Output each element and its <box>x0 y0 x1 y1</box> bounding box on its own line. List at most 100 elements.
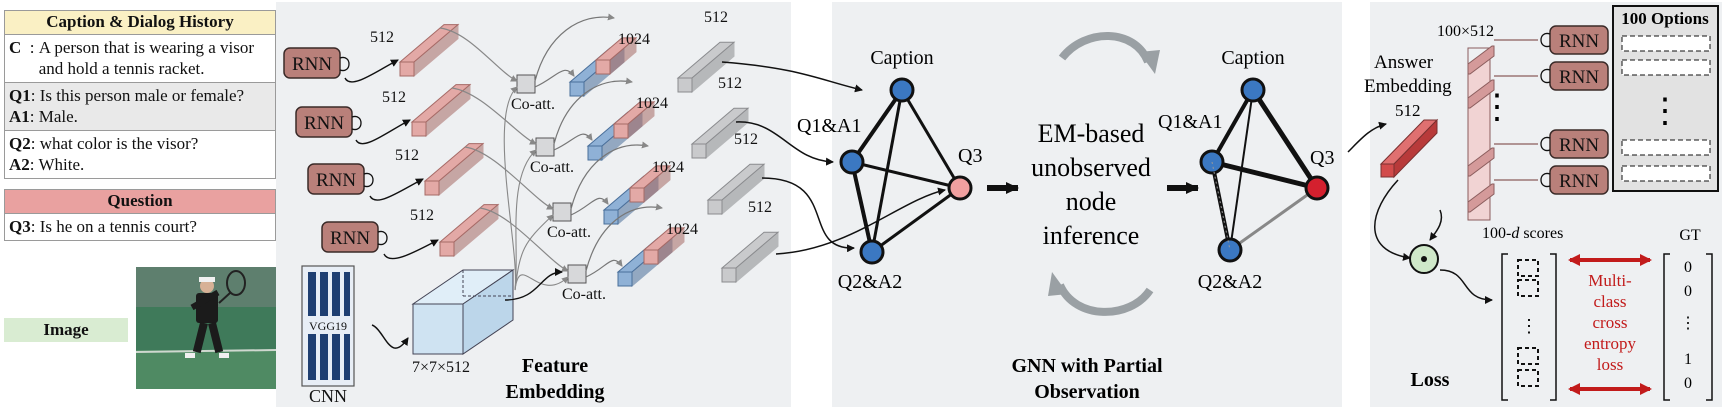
fused-embedding-512 <box>720 231 780 284</box>
answer-embedding-line1: Answer <box>1374 52 1434 73</box>
rnn-label: RNN <box>1559 135 1599 156</box>
graph1-qa2-label: Q2&A2 <box>838 271 902 293</box>
cnn-label: CNN <box>309 386 347 406</box>
coatt-box <box>516 74 536 94</box>
q2-text: : what color is the visor? <box>30 134 199 153</box>
matrix-vdots: ⋮ <box>1480 89 1514 126</box>
rnn-label: RNN <box>330 228 370 249</box>
q3-key: Q3 <box>9 217 31 236</box>
q2-key: Q2 <box>9 134 31 153</box>
rnn-label: RNN <box>304 113 344 134</box>
dialog-round-1: Q1: Is this person male or female? A1: M… <box>4 83 276 131</box>
loss-title: Loss <box>1411 369 1450 391</box>
node-caption <box>889 77 915 103</box>
ce-line5: loss <box>1597 355 1623 374</box>
dim-512-label: 512 <box>395 147 419 164</box>
a1-key: A1 <box>9 107 30 126</box>
dim-512-label: 512 <box>748 199 772 216</box>
q1-key: Q1 <box>9 86 31 105</box>
dim-512-label: 512 <box>704 9 728 26</box>
answer-embedding-box <box>1379 118 1439 179</box>
dialog-round-2: Q2: what color is the visor? A2: White. <box>4 131 276 179</box>
feature-title-line2: Embedding <box>506 381 605 403</box>
a2-text: : White. <box>29 155 85 174</box>
question-embedding-512 <box>438 203 500 258</box>
vgg-label: VGG19 <box>309 319 347 333</box>
dim-1024-label: 1024 <box>636 95 668 112</box>
cnn-to-volume-arrow <box>371 324 409 349</box>
tennis-photo <box>135 267 277 389</box>
coatt-feature-pink <box>642 226 686 266</box>
caption-sep: : <box>21 38 39 57</box>
em-line1: EM-based <box>1038 119 1145 148</box>
gt-value-1: 0 <box>1684 283 1692 300</box>
feature-title-line1: Feature <box>522 355 588 377</box>
question-title: Question <box>4 189 276 214</box>
graph-inferred: Caption Q1&A1 Q2&A2 Q3 <box>1158 47 1334 293</box>
graph-partial: Caption Q1&A1 Q2&A2 Q3 <box>797 47 982 293</box>
ce-line2: class <box>1593 292 1626 311</box>
arrow-qa1-to-graph <box>735 121 834 166</box>
graph1-q3-label: Q3 <box>958 145 982 167</box>
dim-1024-label: 1024 <box>652 159 684 176</box>
answer-embedding-dim: 512 <box>1395 101 1421 120</box>
scores-label: 100-d scores <box>1482 225 1563 242</box>
coatt-feature-pink <box>594 36 638 76</box>
ce-line4: entropy <box>1584 334 1636 353</box>
rnn-option-1: RNN <box>1494 25 1609 55</box>
arrow-rnn-to-embedding <box>369 178 424 201</box>
scores-vdots: ⋮ <box>1520 316 1538 336</box>
arrow-caption-to-graph <box>721 61 863 93</box>
cnn-block: VGG19 CNN <box>301 265 355 406</box>
q3-text: : Is he on a tennis court? <box>30 217 197 236</box>
node-qa1 <box>839 149 865 175</box>
gt-value-0: 0 <box>1684 259 1692 276</box>
image-label: Image <box>4 318 128 342</box>
dim-512-label: 512 <box>370 29 394 46</box>
options-matrix <box>1467 45 1495 221</box>
gt-vector: 0 0 ⋮ 1 0 <box>1663 253 1713 401</box>
gt-label: GT <box>1679 227 1701 244</box>
arrow-dot-to-scores <box>1439 269 1493 304</box>
rnn-caption: RNN <box>283 47 350 79</box>
scores-vector: ⋮ <box>1501 253 1557 401</box>
rnn-label: RNN <box>1559 171 1599 192</box>
dim-512-label: 512 <box>718 75 742 92</box>
coatt-feature-pink <box>628 164 672 204</box>
rnn-label: RNN <box>1559 31 1599 52</box>
coatt-label: Co-att. <box>562 286 606 303</box>
options-panel: 100 Options ⋮ <box>1612 5 1719 192</box>
coatt-box <box>567 264 587 284</box>
matrix-dim-label: 100×512 <box>1437 23 1494 40</box>
caption-key: C <box>9 38 22 57</box>
node-caption-2 <box>1240 77 1266 103</box>
rnn-option-3: RNN <box>1494 129 1609 159</box>
rnn-label: RNN <box>316 170 356 191</box>
rnn-option-4: RNN <box>1494 165 1609 195</box>
dim-1024-label: 1024 <box>666 221 698 238</box>
em-line2: unobserved <box>1031 153 1151 182</box>
fused-embedding-512 <box>676 41 736 94</box>
graph2-qa1-label: Q1&A1 <box>1158 111 1222 133</box>
dim-512-label: 512 <box>410 207 434 224</box>
arrow-volume-to-coatt <box>504 268 563 301</box>
gnn-title-line2: Observation <box>1034 381 1140 403</box>
graph2-q3-label: Q3 <box>1310 147 1334 169</box>
options-vdots: ⋮ <box>1648 93 1682 130</box>
gt-value-3: 1 <box>1684 351 1692 368</box>
gt-value-2: ⋮ <box>1680 315 1696 332</box>
ce-line1: Multi- <box>1588 271 1632 290</box>
graph2-qa2-label: Q2&A2 <box>1198 271 1262 293</box>
question-embedding-512 <box>398 23 460 78</box>
q1-text: : Is this person male or female? <box>30 86 245 105</box>
rnn-option-2: RNN <box>1494 61 1609 91</box>
arrow-answer-to-dot <box>1374 179 1411 261</box>
coatt-box <box>535 137 555 157</box>
arrow-rnn-to-embedding <box>383 239 439 260</box>
rnn-qa1: RNN <box>295 106 362 138</box>
question-embedding-512 <box>423 142 485 197</box>
em-line3: node <box>1066 187 1117 216</box>
node-qa2-2 <box>1217 237 1243 263</box>
ce-line3: cross <box>1593 313 1628 332</box>
